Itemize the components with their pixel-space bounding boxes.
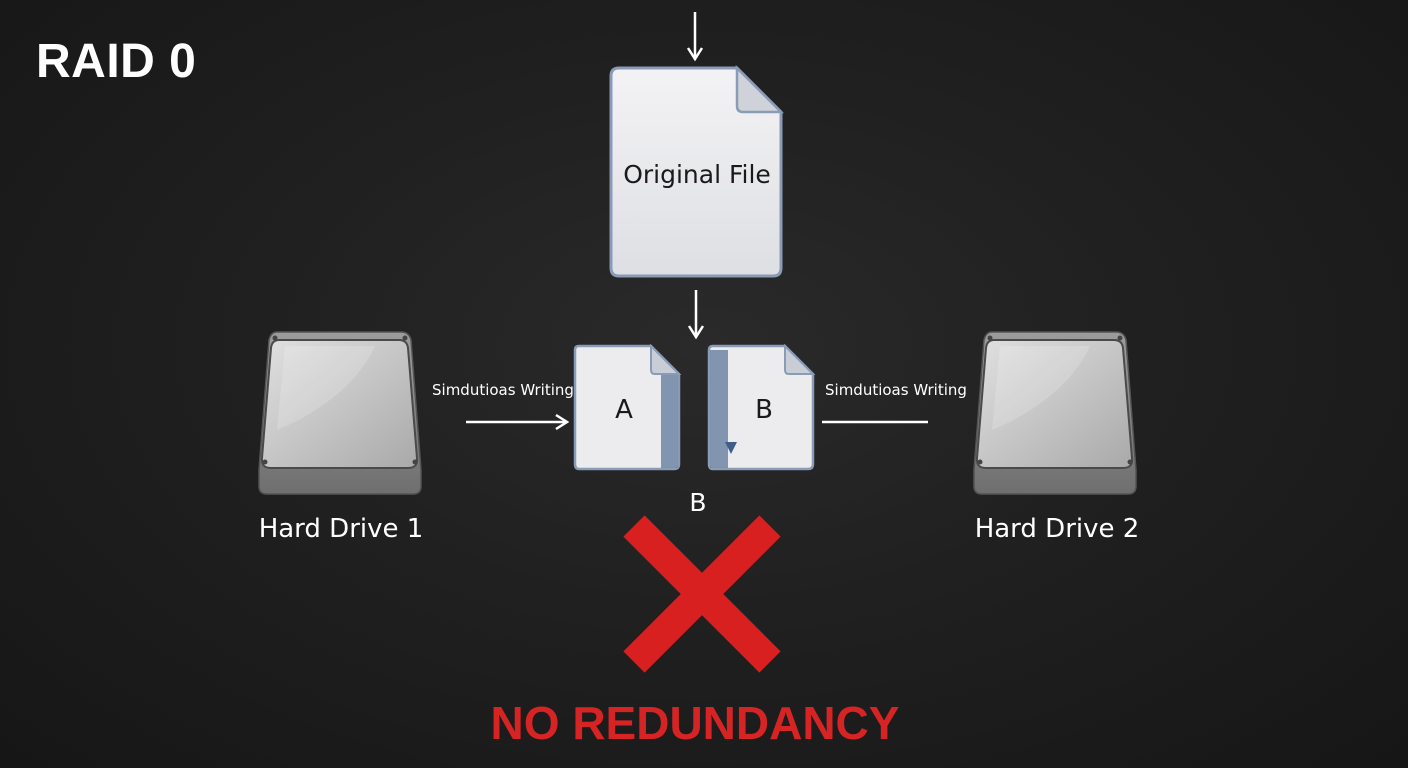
left-write-arrow-icon: [466, 413, 570, 431]
chunk-a-label: A: [615, 395, 633, 425]
floating-b-label: B: [689, 488, 707, 517]
hard-drive-2-label: Hard Drive 2: [974, 514, 1140, 544]
chunk-b-label: B: [755, 395, 773, 425]
split-arrow-icon: [687, 290, 705, 340]
hard-drive-1-icon: [258, 331, 422, 495]
original-file-document-icon: [609, 64, 785, 278]
hard-drive-2-icon: [973, 331, 1137, 495]
cross-icon: [623, 515, 781, 673]
chunk-b-document-icon: [707, 343, 816, 471]
no-redundancy-warning: NO REDUNDANCY: [490, 697, 900, 749]
chunk-a-document-icon: [573, 343, 682, 471]
incoming-arrow-icon: [686, 12, 704, 62]
write-label-left: Simdutioas Writing: [432, 381, 574, 399]
right-write-line: [822, 420, 928, 424]
original-file-label: Original File: [623, 160, 771, 189]
write-label-right: Simdutioas Writing: [825, 381, 967, 399]
hard-drive-1-label: Hard Drive 1: [258, 514, 424, 544]
diagram-title: RAID 0: [36, 35, 197, 88]
